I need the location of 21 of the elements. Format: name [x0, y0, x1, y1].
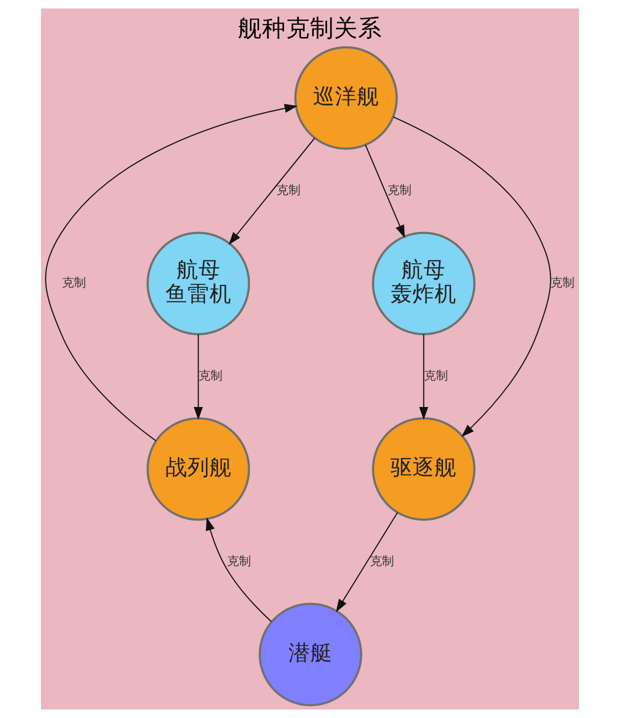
node-circle: 战列舰	[146, 417, 250, 521]
edge-label: 克制	[386, 182, 411, 197]
node-circle: 潜艇	[258, 602, 362, 706]
node-circle: 航母 轰炸机	[371, 232, 475, 336]
diagram-title: 舰种克制关系	[237, 14, 382, 42]
node-circle: 巡洋舰	[294, 46, 398, 150]
arrow	[392, 116, 551, 437]
arrow	[418, 334, 428, 420]
arrow	[205, 517, 272, 622]
edge-label: 克制	[550, 276, 574, 290]
edge-label: 克制	[226, 554, 250, 568]
arrow	[193, 334, 202, 420]
edge-label: 克制	[198, 368, 222, 382]
edge-label: 克制	[370, 554, 394, 568]
edge-label: 克制	[61, 276, 86, 290]
arrow	[335, 512, 398, 612]
arrow	[228, 138, 315, 245]
arrow	[364, 144, 404, 238]
edge-label: 克制	[424, 368, 448, 382]
edge-label: 克制	[276, 182, 300, 197]
arrow	[44, 104, 298, 442]
